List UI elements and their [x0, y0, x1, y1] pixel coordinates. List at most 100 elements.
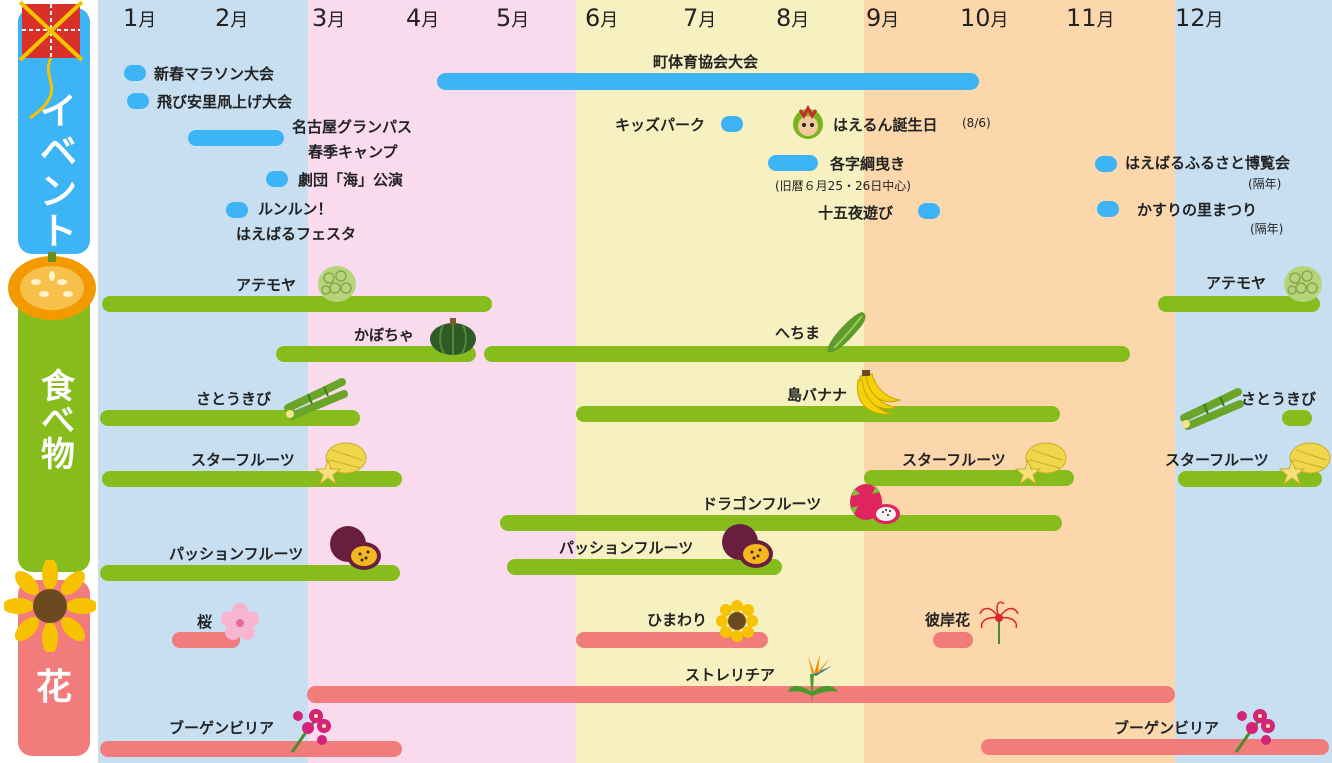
event-bar-grampus	[188, 130, 284, 146]
month-7: 7月	[683, 4, 717, 32]
month-4: 4月	[406, 4, 440, 32]
banana-icon	[856, 370, 901, 415]
month-9: 9月	[866, 4, 900, 32]
food-bar-kabocha	[276, 346, 476, 362]
event-dot-kids	[721, 116, 743, 132]
passionfruit-icon	[330, 526, 381, 570]
higanbana-icon	[979, 601, 1019, 644]
passionfruit-icon-2	[722, 524, 773, 568]
food-label-starfruit-2: スターフルーツ	[902, 451, 1006, 469]
autumn-background	[864, 0, 1175, 763]
winter-background-end	[1175, 0, 1332, 763]
event-label-expo: はえばるふるさと博覧会	[1125, 154, 1291, 172]
flower-label-strelitzia: ストレリチア	[685, 666, 776, 684]
food-label-starfruit-1: スターフルーツ	[191, 451, 295, 469]
flower-bar-himawari	[576, 632, 768, 648]
himawari-icon	[716, 600, 758, 642]
bougainvillea-icon	[290, 709, 331, 753]
event-dot-kite	[127, 93, 149, 109]
atemoya-icon	[318, 266, 356, 302]
food-label-sugarcane-2: さとうきび	[1241, 390, 1317, 408]
food-bar-passionfruit-1	[100, 565, 400, 581]
event-label-birthday-date: (8/6)	[962, 116, 991, 130]
event-label-tug: 各字綱曳き	[830, 155, 906, 173]
flower-label-bougainvillea-2: ブーゲンビリア	[1114, 719, 1220, 737]
food-label-passionfruit-1: パッションフルーツ	[169, 545, 304, 563]
event-dot-theater	[266, 171, 288, 187]
food-label-atemoya-2: アテモヤ	[1206, 274, 1267, 292]
flower-label-bougainvillea-1: ブーゲンビリア	[169, 719, 275, 737]
event-dot-kasuri	[1097, 201, 1119, 217]
sakura-icon	[221, 603, 259, 640]
flower-label-higanbana: 彼岸花	[925, 611, 971, 629]
event-label-kite: 飛び安里凧上げ大会	[157, 93, 293, 111]
starfruit-icon-2	[1014, 442, 1067, 486]
month-5: 5月	[496, 4, 530, 32]
hechima-icon	[827, 312, 866, 353]
food-label-sugarcane-1: さとうきび	[196, 390, 272, 408]
atemoya-icon-2	[1284, 266, 1322, 302]
month-3: 3月	[312, 4, 346, 32]
food-bar-passionfruit-2	[507, 559, 782, 575]
event-note-kasuri: (隔年)	[1250, 222, 1284, 236]
flower-bar-higanbana	[933, 632, 973, 648]
event-label-sports: 町体育協会大会	[653, 53, 759, 71]
event-label-grampus-1: 名古屋グランパス	[292, 118, 413, 136]
food-bar-hechima	[484, 346, 1130, 362]
event-label-grampus-2: 春季キャンプ	[308, 143, 398, 161]
month-8: 8月	[776, 4, 810, 32]
month-2: 2月	[215, 4, 249, 32]
flower-bar-bougainvillea-2	[981, 739, 1329, 755]
food-label-hechima: へちま	[775, 324, 821, 342]
flower-bar-sakura	[172, 632, 240, 648]
food-label-passionfruit-2: パッションフルーツ	[559, 539, 694, 557]
flower-label-sakura: 桜	[197, 613, 213, 631]
event-label-theater: 劇団「海」公演	[298, 171, 404, 189]
month-1: 1月	[123, 4, 157, 32]
flower-bar-bougainvillea-1	[100, 741, 402, 757]
event-dot-marathon	[124, 65, 146, 81]
sugarcane-icon	[284, 378, 348, 420]
food-label-kabocha: かぼちゃ	[354, 326, 415, 344]
haerun-mascot-icon	[793, 104, 823, 139]
month-11: 11月	[1066, 4, 1115, 32]
event-label-marathon: 新春マラソン大会	[154, 65, 275, 83]
kite-icon	[18, 0, 84, 120]
sugarcane-icon-2	[1180, 388, 1244, 430]
event-label-kasuri: かすりの里まつり	[1137, 201, 1258, 219]
event-bar-sports	[437, 73, 979, 90]
flower-bar-strelitzia	[307, 686, 1175, 703]
starfruit-icon	[314, 442, 367, 486]
event-dot-expo	[1095, 156, 1117, 172]
event-bar-tug	[768, 155, 818, 171]
event-label-birthday: はえるん誕生日	[833, 116, 938, 134]
event-label-jugoya: 十五夜遊び	[818, 204, 894, 222]
event-label-kids: キッズパーク	[615, 116, 706, 134]
dragonfruit-icon	[850, 484, 900, 524]
pumpkin-slice-icon	[8, 252, 96, 320]
food-bar-dragonfruit	[500, 515, 1062, 531]
month-6: 6月	[585, 4, 619, 32]
event-label-fest-2: はえばるフェスタ	[236, 225, 357, 243]
spring-background	[308, 0, 576, 763]
food-label-dragonfruit: ドラゴンフルーツ	[702, 495, 822, 513]
food-bar-atemoya-1	[102, 296, 492, 312]
month-12: 12月	[1175, 4, 1224, 32]
sunflower-icon	[4, 560, 96, 652]
event-label-fest-1: ルンルン！	[258, 200, 333, 218]
winter-background	[98, 0, 308, 763]
kabocha-icon	[430, 318, 476, 355]
event-dot-fest	[226, 202, 248, 218]
food-label-atemoya-1: アテモヤ	[236, 276, 297, 294]
event-note-tug: (旧暦６月25・26日中心)	[775, 179, 911, 193]
food-bar-banana	[576, 406, 1060, 422]
event-dot-jugoya	[918, 203, 940, 219]
strelitzia-icon	[788, 654, 838, 704]
flower-label-himawari: ひまわり	[647, 611, 708, 629]
food-bar-atemoya-2	[1158, 296, 1320, 312]
food-label-starfruit-3: スターフルーツ	[1165, 451, 1269, 469]
food-label-banana: 島バナナ	[787, 386, 848, 404]
event-note-expo: (隔年)	[1248, 177, 1282, 191]
food-bar-sugarcane-2	[1282, 410, 1312, 426]
starfruit-icon-3	[1278, 442, 1331, 486]
